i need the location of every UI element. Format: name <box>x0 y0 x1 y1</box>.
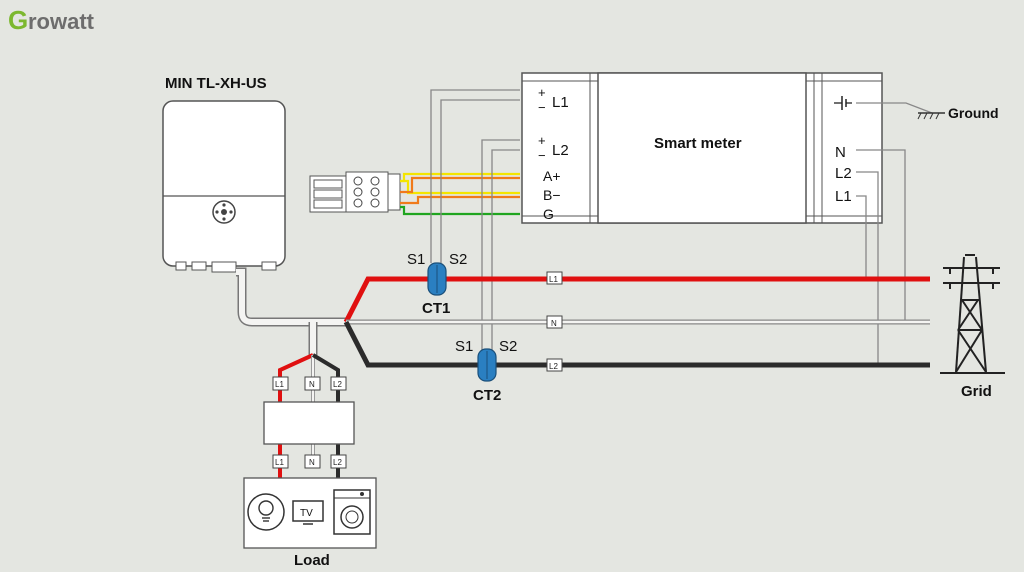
ground-label: Ground <box>948 105 999 121</box>
wire-b-orange <box>400 176 520 194</box>
transmission-tower-icon <box>940 254 1005 374</box>
tag-l1: L1 <box>549 275 558 284</box>
ct1-s2: S2 <box>449 251 467 268</box>
ct1-clamp-icon <box>427 262 447 296</box>
load-bottom-tag-l1: L1 <box>275 458 284 467</box>
term-l1-label: L1 <box>552 94 569 111</box>
meter-l2-label: L2 <box>835 165 852 182</box>
load-bottom-tag-l2: L2 <box>333 458 342 467</box>
breaker-panel <box>263 401 355 445</box>
lightbulb-icon <box>247 493 285 531</box>
ct2-label: CT2 <box>473 387 501 404</box>
term-l1-minus: − <box>538 100 546 115</box>
logo-g: G <box>8 5 28 35</box>
meter-n-label: N <box>835 144 846 161</box>
smart-meter <box>521 72 883 224</box>
grid-label: Grid <box>961 383 992 400</box>
line-l2 <box>343 320 930 368</box>
smart-meter-title: Smart meter <box>654 135 742 152</box>
inverter-unit <box>162 100 286 273</box>
earth-icon <box>917 112 945 120</box>
term-g-label: G <box>543 206 554 222</box>
tv-label: TV <box>300 508 313 519</box>
load-top-tag-n: N <box>309 380 315 389</box>
wire-g-green <box>400 205 520 216</box>
rs485-connector <box>309 171 401 213</box>
tag-l2: L2 <box>549 362 558 371</box>
load-top-tag-l1: L1 <box>275 380 284 389</box>
ct1-label: CT1 <box>422 300 450 317</box>
tv-icon <box>292 500 324 525</box>
ct2-s2: S2 <box>499 338 517 355</box>
term-l1-plus: + <box>538 85 546 100</box>
term-l2-label: L2 <box>552 142 569 159</box>
washing-machine-icon <box>333 489 371 535</box>
growatt-logo: G rowatt <box>8 5 95 35</box>
ground-symbol-icon <box>834 96 852 110</box>
meter-l1-label: L1 <box>835 188 852 205</box>
load-bottom-tag-n: N <box>309 458 315 467</box>
term-l2-minus: − <box>538 148 546 163</box>
term-a-label: A+ <box>543 168 561 184</box>
load-top-tag-l2: L2 <box>333 380 342 389</box>
load-label: Load <box>294 552 330 569</box>
ct2-s1: S1 <box>455 338 473 355</box>
ct1-s1: S1 <box>407 251 425 268</box>
term-l2-plus: + <box>538 133 546 148</box>
inverter-label: MIN TL-XH-US <box>165 75 267 92</box>
wire-a-yellow <box>400 179 520 195</box>
tag-n: N <box>551 319 557 328</box>
ct2-clamp-icon <box>477 348 497 382</box>
logo-rowatt: rowatt <box>28 9 95 34</box>
term-b-label: B− <box>543 187 561 203</box>
line-l1 <box>343 276 930 324</box>
